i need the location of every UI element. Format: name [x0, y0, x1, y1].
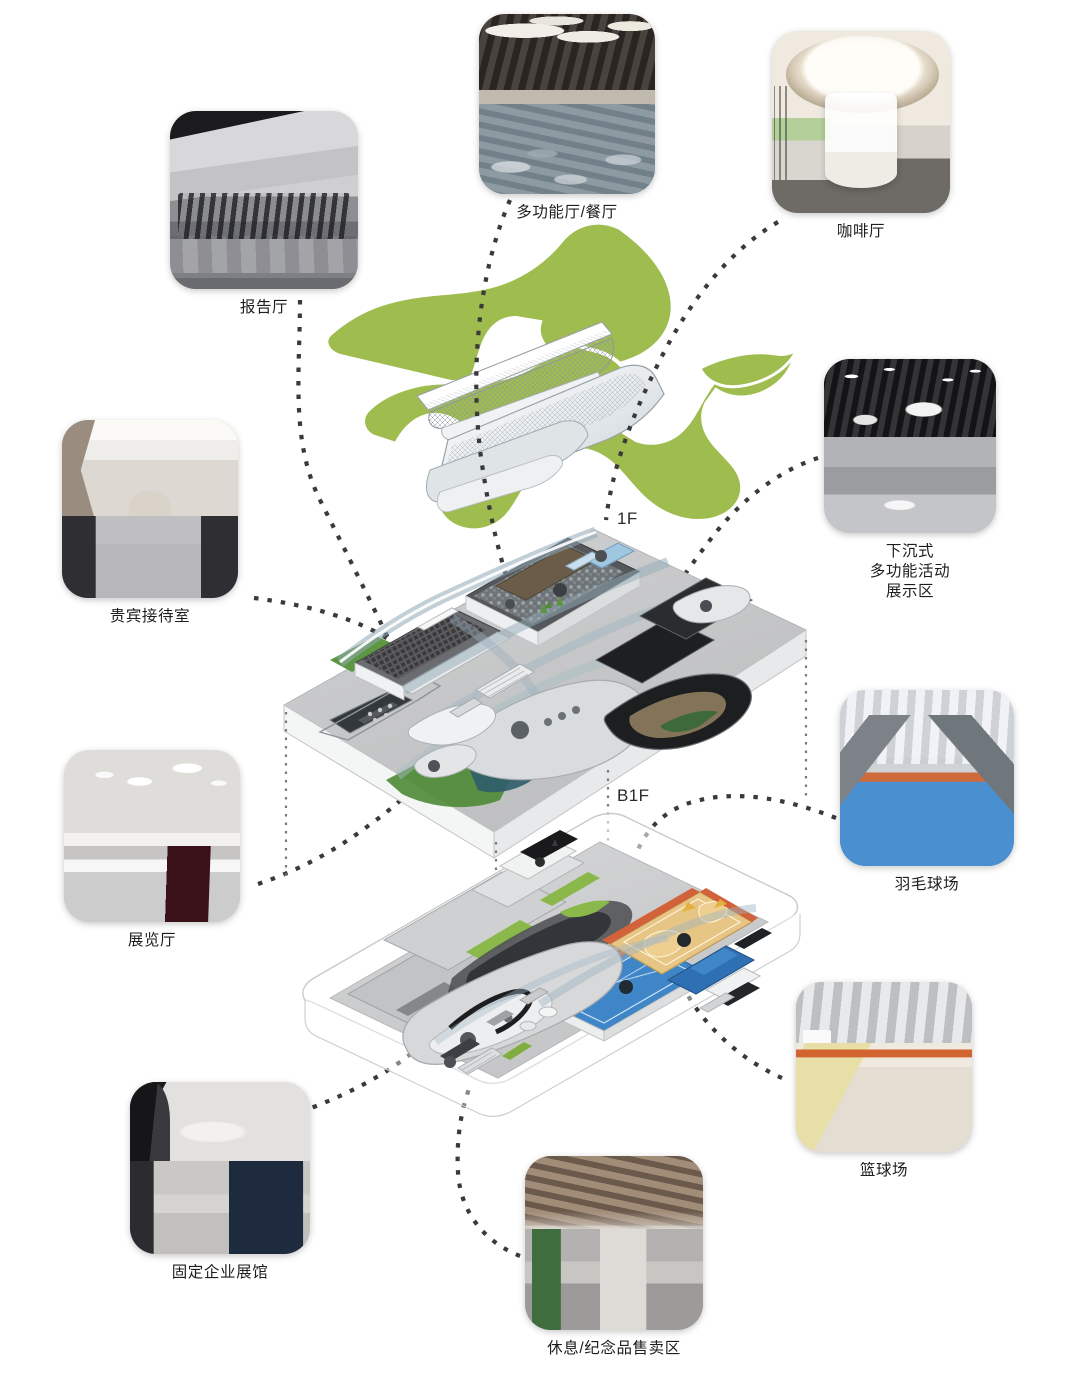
floor-label-b1f: B1F [617, 786, 650, 805]
callout-label-vip-reception: 贵宾接待室 [109, 608, 191, 625]
floor-1f-plaza [318, 675, 442, 741]
callout-lecture-hall[interactable]: 报告厅 [170, 111, 358, 318]
callout-label-badminton-court: 羽毛球场 [894, 876, 960, 893]
floor-1f-trees [540, 596, 564, 613]
multifunction-hall-photo [479, 14, 655, 194]
floor-label-1f: 1F [617, 509, 638, 528]
callout-label-exhibition-hall: 展览厅 [127, 932, 177, 949]
badminton-court-photo [840, 690, 1014, 866]
callout-label-sunken-multifunction-exhibit: 下沉式 多功能活动 展示区 [869, 543, 951, 600]
floor-b1f-pavilion-zone [402, 941, 623, 1075]
corporate-pavilion-photo [130, 1082, 310, 1254]
lecture-hall-photo [170, 111, 358, 289]
callout-label-basketball-court: 篮球场 [859, 1162, 909, 1179]
cafe-photo [772, 31, 950, 213]
callout-vip-reception[interactable]: 贵宾接待室 [62, 420, 238, 627]
callout-rest-souvenir[interactable]: 休息/纪念品售卖区 [525, 1156, 703, 1359]
callout-badminton-court[interactable]: 羽毛球场 [840, 690, 1014, 895]
callout-corporate-pavilion[interactable]: 固定企业展馆 [130, 1082, 310, 1283]
sunken-multifunction-area-photo [824, 359, 996, 533]
callout-sunken-multifunction-exhibit[interactable]: 下沉式 多功能活动 展示区 [824, 359, 996, 601]
callout-label-cafe: 咖啡厅 [836, 223, 886, 240]
basketball-court-photo [796, 982, 972, 1152]
callout-label-corporate-pavilion: 固定企业展馆 [171, 1264, 269, 1281]
floor-b1f-basketball-court [602, 888, 758, 975]
rest-souvenir-area-photo [525, 1156, 703, 1330]
exhibition-hall-photo [64, 750, 240, 922]
floor-b1f-railings [433, 904, 757, 1045]
vip-reception-photo [62, 420, 238, 598]
callout-label-multifunction-dining: 多功能厅/餐厅 [516, 204, 618, 221]
callout-basketball-court[interactable]: 篮球场 [796, 982, 972, 1181]
floor-1f-stairs [449, 663, 535, 718]
callout-label-lecture-hall: 报告厅 [239, 299, 289, 316]
callout-multifunction-dining[interactable]: 多功能厅/餐厅 [479, 14, 655, 223]
callout-cafe[interactable]: 咖啡厅 [772, 31, 950, 242]
callout-exhibition-hall[interactable]: 展览厅 [64, 750, 240, 951]
callout-label-rest-souvenir: 休息/纪念品售卖区 [547, 1340, 681, 1357]
floor-1f-atrium [407, 679, 648, 781]
